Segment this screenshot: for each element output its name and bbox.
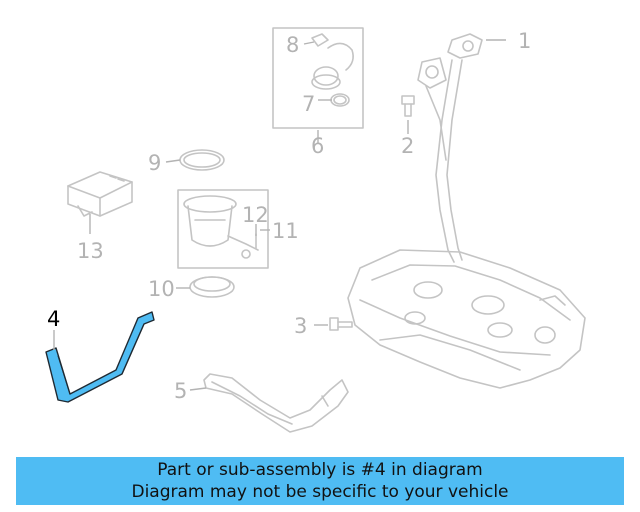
part-11-fuel-pump: [177, 189, 269, 269]
callout-5: 5: [174, 379, 187, 403]
part-4-strap[interactable]: [45, 311, 155, 403]
callout-12: 12: [242, 203, 269, 227]
callout-10: 10: [148, 277, 175, 301]
parts-diagram: 1 2 3 4 5 6 7 8 9 10 11 12 13: [45, 27, 586, 433]
part-3-bolt: [329, 317, 353, 331]
callout-13: 13: [77, 239, 104, 263]
callout-3: 3: [294, 314, 307, 338]
leader-lines: [53, 39, 506, 391]
callout-4: 4: [47, 307, 60, 331]
part-9-lock-ring: [179, 149, 225, 171]
fuel-tank: [347, 249, 586, 389]
part-1-filler-neck: [417, 33, 483, 263]
callout-11: 11: [272, 219, 299, 243]
callout-2: 2: [401, 134, 414, 158]
callout-7: 7: [302, 92, 315, 116]
part-13-module: [67, 171, 133, 217]
part-2-bolt: [401, 95, 415, 117]
callout-6: 6: [311, 134, 324, 158]
part-6-cap-kit: [272, 27, 364, 129]
callout-8: 8: [286, 33, 299, 57]
part-10-seal: [189, 276, 235, 298]
banner-line-disclaimer: Diagram may not be specific to your vehi…: [131, 482, 509, 502]
callout-9: 9: [148, 151, 161, 175]
part-5-heat-shield: [203, 373, 349, 433]
banner-line-part: Part or sub-assembly is #4 in diagram: [157, 460, 483, 480]
info-banner: Part or sub-assembly is #4 in diagram Di…: [16, 457, 624, 505]
callout-1: 1: [518, 29, 531, 53]
